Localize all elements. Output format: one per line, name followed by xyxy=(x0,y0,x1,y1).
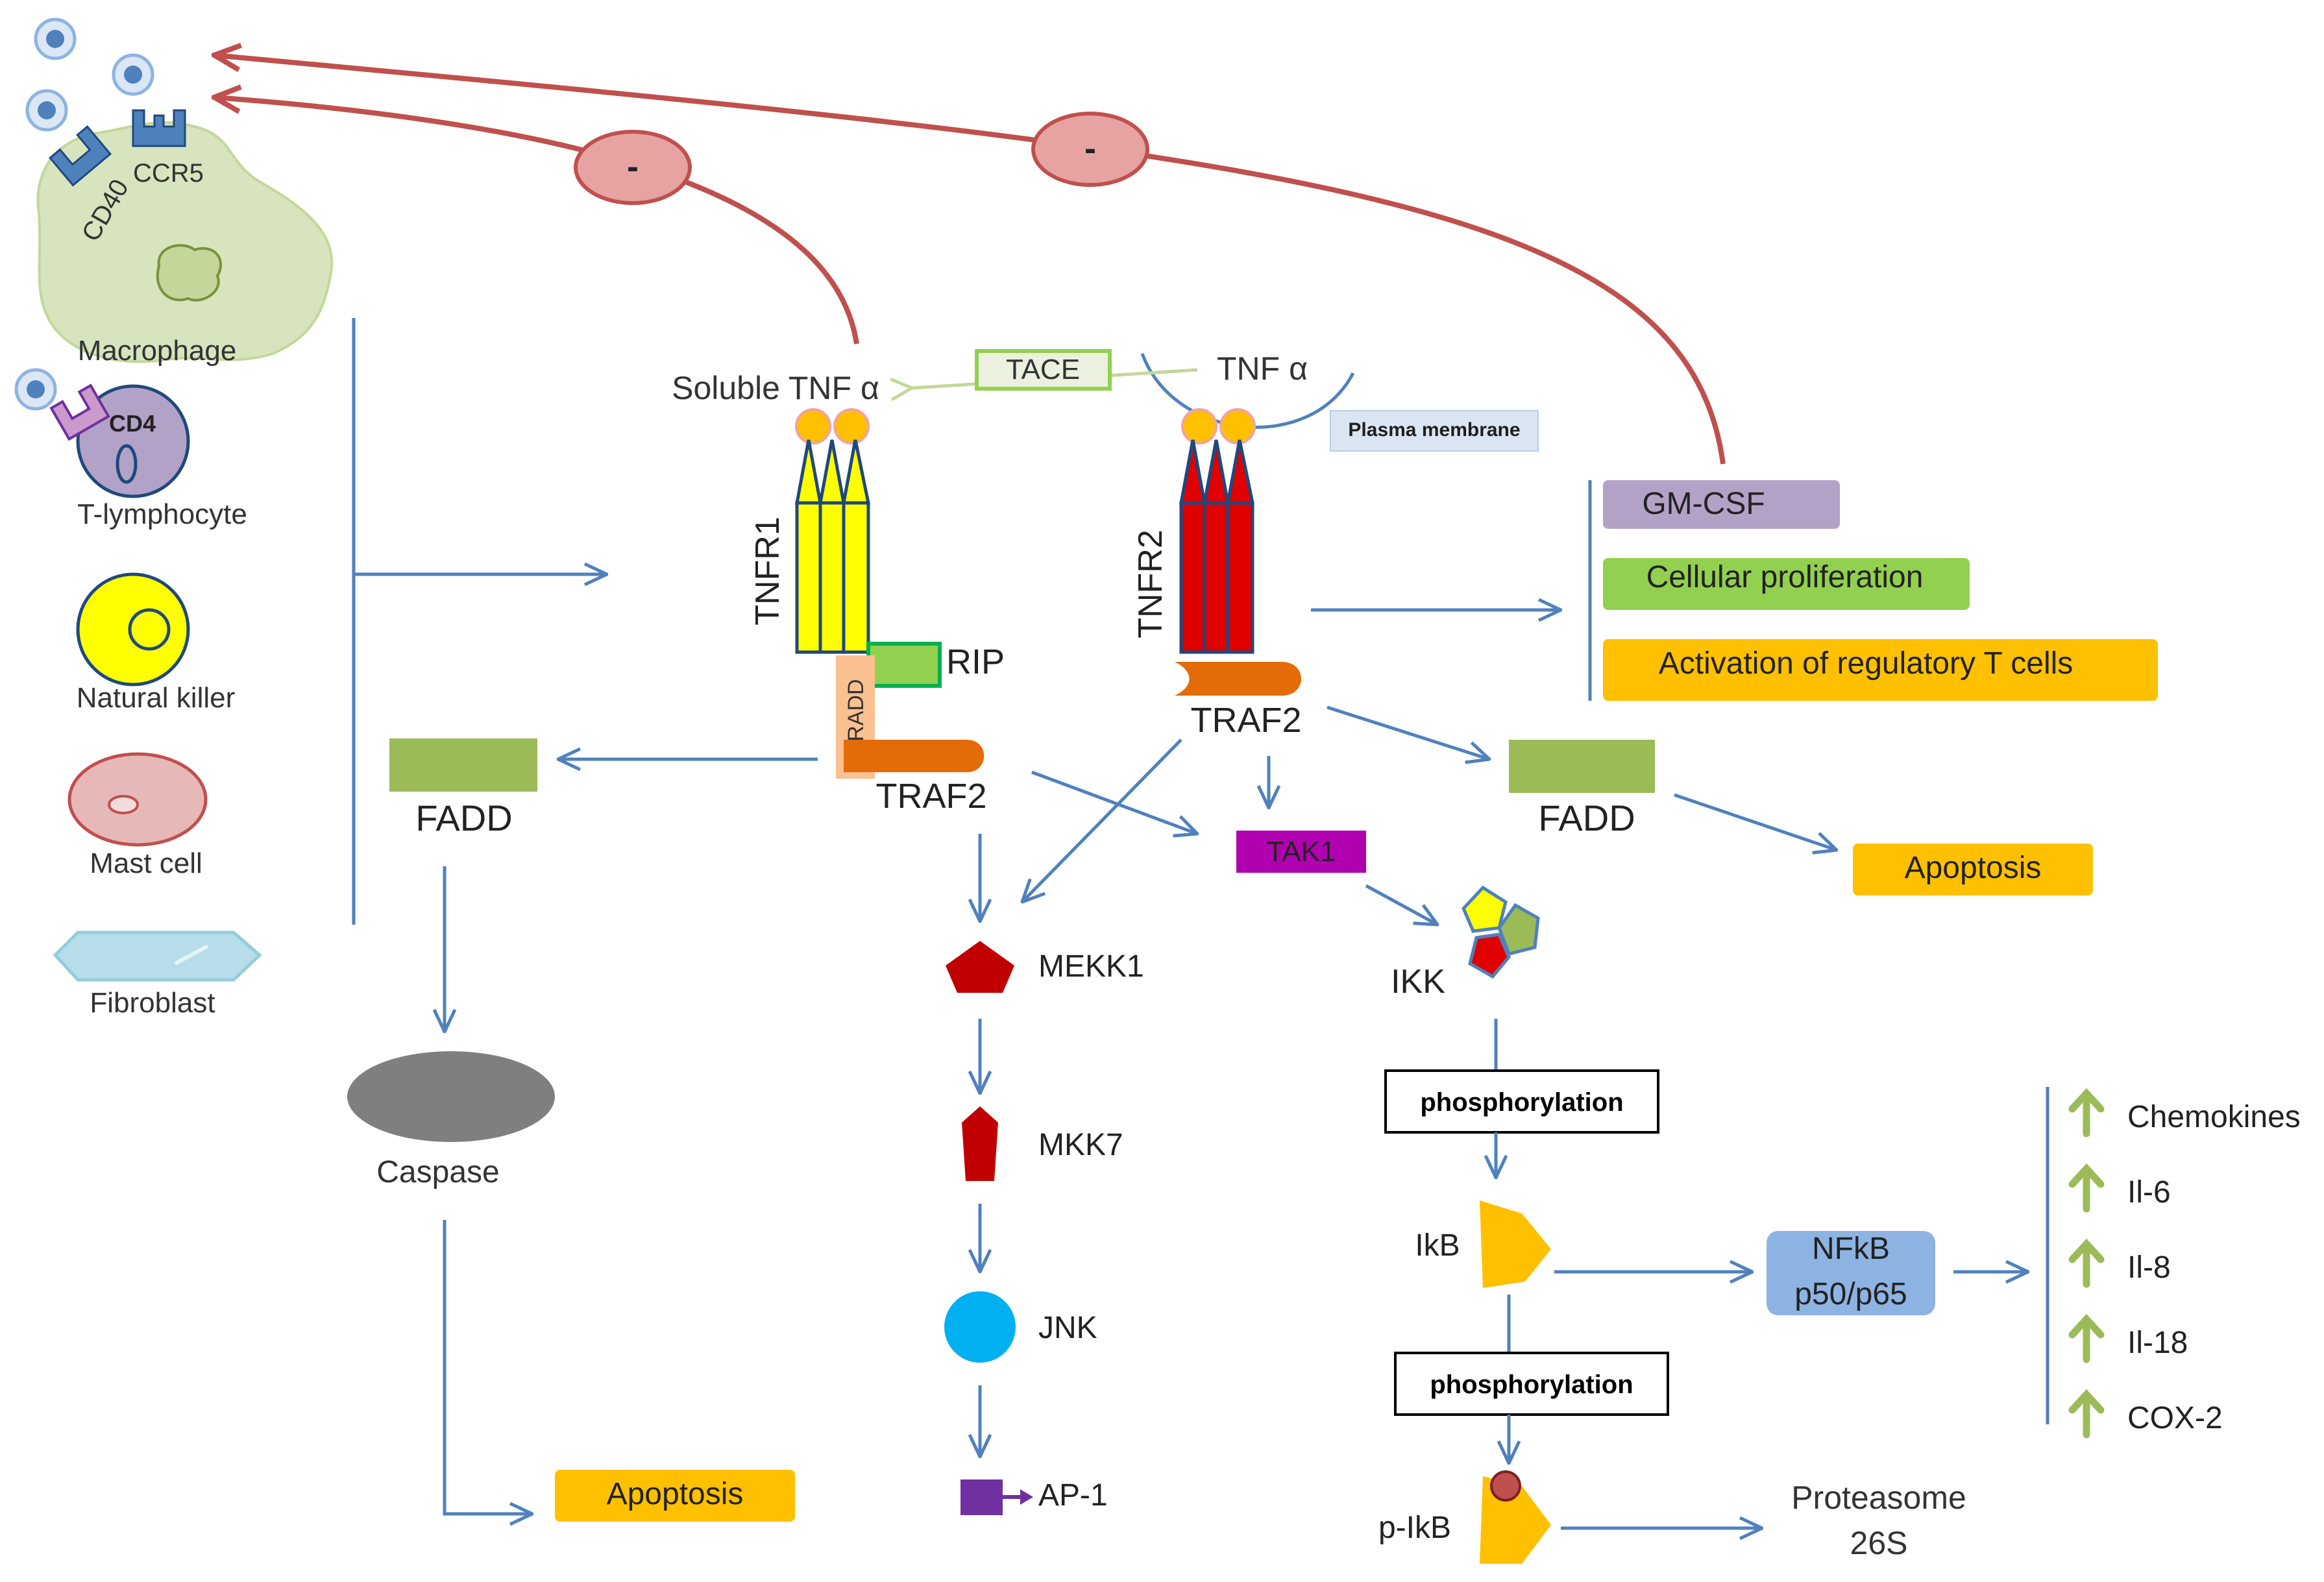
tnfr1-receptor-icon xyxy=(794,408,871,654)
macrophage-nucleus-icon xyxy=(156,244,222,302)
macrophage-label: Macrophage xyxy=(78,335,237,367)
virus-particle-icon xyxy=(14,18,154,411)
treg-label: Activation of regulatory T cells xyxy=(1659,646,2073,681)
proteasome-label-line1: Proteasome xyxy=(1791,1479,1966,1516)
mkk7-icon xyxy=(962,1106,998,1181)
nfkb-label-line1: NFkB xyxy=(1812,1232,1890,1266)
phosphorylation-box-1 xyxy=(1384,1069,1659,1134)
gm-csf-box xyxy=(1603,480,1840,529)
cd4-receptor-icon xyxy=(49,383,110,441)
traf2-left-to-tak1-arrow xyxy=(1031,770,1197,834)
ikk-label: IKK xyxy=(1391,963,1445,1001)
caspase-to-apoptosis-arrow xyxy=(443,1220,532,1514)
t-lymphocyte-nucleus-icon xyxy=(116,444,138,484)
mast-cell-icon xyxy=(67,752,208,847)
ikk-complex-icon xyxy=(1462,885,1540,979)
gene-label: Il-18 xyxy=(2127,1326,2188,1360)
mast-cell-nucleus-icon xyxy=(108,795,139,814)
up-arrow-icon xyxy=(2068,1313,2105,1363)
traf2-right-shape xyxy=(1175,662,1301,696)
natural-killer-nucleus-icon xyxy=(128,608,171,651)
plasma-membrane-box xyxy=(1330,410,1539,452)
gm-csf-label: GM-CSF xyxy=(1642,487,1765,521)
caspase-icon xyxy=(347,1051,555,1142)
traf2-left-shape xyxy=(844,740,985,772)
fadd-to-apoptosis-arrow xyxy=(1674,793,1837,850)
fibroblast-highlight xyxy=(174,944,209,966)
mekk1-icon xyxy=(946,941,1014,993)
traf2-right-label: TRAF2 xyxy=(1190,701,1301,740)
jnk-icon xyxy=(944,1291,1016,1363)
up-arrow-icon xyxy=(2068,1163,2105,1213)
tnf-alpha-label: TNF α xyxy=(1217,350,1308,387)
rip-label: RIP xyxy=(946,642,1005,681)
nfkb-label-line2: p50/p65 xyxy=(1794,1277,1907,1311)
ccr5-label: CCR5 xyxy=(133,159,204,188)
caspase-label: Caspase xyxy=(376,1155,499,1189)
apoptosis-right-label: Apoptosis xyxy=(1905,851,2042,885)
fadd-left-box xyxy=(389,738,537,792)
ikb-icon xyxy=(1480,1200,1551,1288)
ap1-label: AP-1 xyxy=(1038,1478,1108,1513)
tnfr2-receptor-icon xyxy=(1179,408,1256,654)
rip-box xyxy=(866,642,942,688)
apoptosis-right-box xyxy=(1853,844,2093,895)
ap1-icon xyxy=(960,1479,1033,1515)
natural-killer-label: Natural killer xyxy=(77,682,236,714)
fadd-left-label: FADD xyxy=(415,797,512,838)
ccr5-receptor-icon xyxy=(132,109,186,147)
tak1-label: TAK1 xyxy=(1267,836,1336,868)
fadd-right-box xyxy=(1509,740,1655,793)
p-ikb-label: p-IkB xyxy=(1378,1511,1451,1545)
tace-label: TACE xyxy=(1006,354,1080,385)
cd40-receptor-icon xyxy=(49,125,112,187)
traf2-to-fadd-right-arrow xyxy=(1327,705,1489,759)
treg-box xyxy=(1603,639,2158,701)
phosphorylation-label-2: phosphorylation xyxy=(1430,1370,1633,1399)
plasma-membrane-label: Plasma membrane xyxy=(1348,419,1520,441)
proliferation-box xyxy=(1603,558,1970,610)
proteasome-label-line2: 26S xyxy=(1850,1525,1908,1561)
jnk-label: JNK xyxy=(1038,1311,1097,1345)
gene-label: Chemokines xyxy=(2127,1100,2301,1134)
up-arrow-icon xyxy=(2068,1088,2105,1138)
mekk1-label: MEKK1 xyxy=(1038,949,1144,984)
inhibition-node-2: - xyxy=(1031,112,1149,187)
gene-label: COX-2 xyxy=(2127,1401,2223,1435)
fadd-right-label: FADD xyxy=(1538,797,1635,838)
traf2-right-to-mekk1-arrow xyxy=(1022,738,1182,902)
tak1-to-ikk-arrow xyxy=(1365,884,1437,925)
cd4-label: CD4 xyxy=(109,410,156,437)
gene-label: Il-6 xyxy=(2127,1175,2171,1210)
apoptosis-bottom-label: Apoptosis xyxy=(607,1477,744,1511)
mkk7-label: MKK7 xyxy=(1038,1128,1123,1162)
tnfr2-label: TNFR2 xyxy=(1132,529,1169,639)
phosphorylation-box-2 xyxy=(1394,1352,1669,1416)
traf2-left-label: TRAF2 xyxy=(875,777,986,816)
inhibition-label-1: - xyxy=(627,147,639,186)
ikb-label: IkB xyxy=(1415,1228,1460,1263)
mast-cell-label: Mast cell xyxy=(90,847,202,879)
t-lymphocyte-label: T-lymphocyte xyxy=(77,498,247,530)
fibroblast-cell-icon xyxy=(53,931,262,982)
inhibition-arrow-tnfr2 xyxy=(214,55,1726,465)
inhibition-label-2: - xyxy=(1084,129,1096,168)
proliferation-label: Cellular proliferation xyxy=(1646,560,1924,594)
fibroblast-label: Fibroblast xyxy=(90,987,215,1019)
phosphate-group-icon xyxy=(1490,1470,1521,1502)
nfkb-box xyxy=(1767,1231,1935,1315)
phosphorylation-label-1: phosphorylation xyxy=(1420,1088,1623,1117)
inhibition-node-1: - xyxy=(574,130,692,205)
up-arrow-icon xyxy=(2068,1238,2105,1288)
tak1-box xyxy=(1236,831,1366,873)
apoptosis-bottom-box xyxy=(555,1470,795,1522)
tace-box xyxy=(975,349,1112,391)
inhibition-arrow-tnfr1 xyxy=(214,97,859,345)
up-arrow-icon xyxy=(2068,1389,2105,1439)
soluble-tnf-label: Soluble TNF α xyxy=(672,370,879,406)
gene-label: Il-8 xyxy=(2127,1250,2171,1285)
tnfr1-label: TNFR1 xyxy=(749,517,787,626)
